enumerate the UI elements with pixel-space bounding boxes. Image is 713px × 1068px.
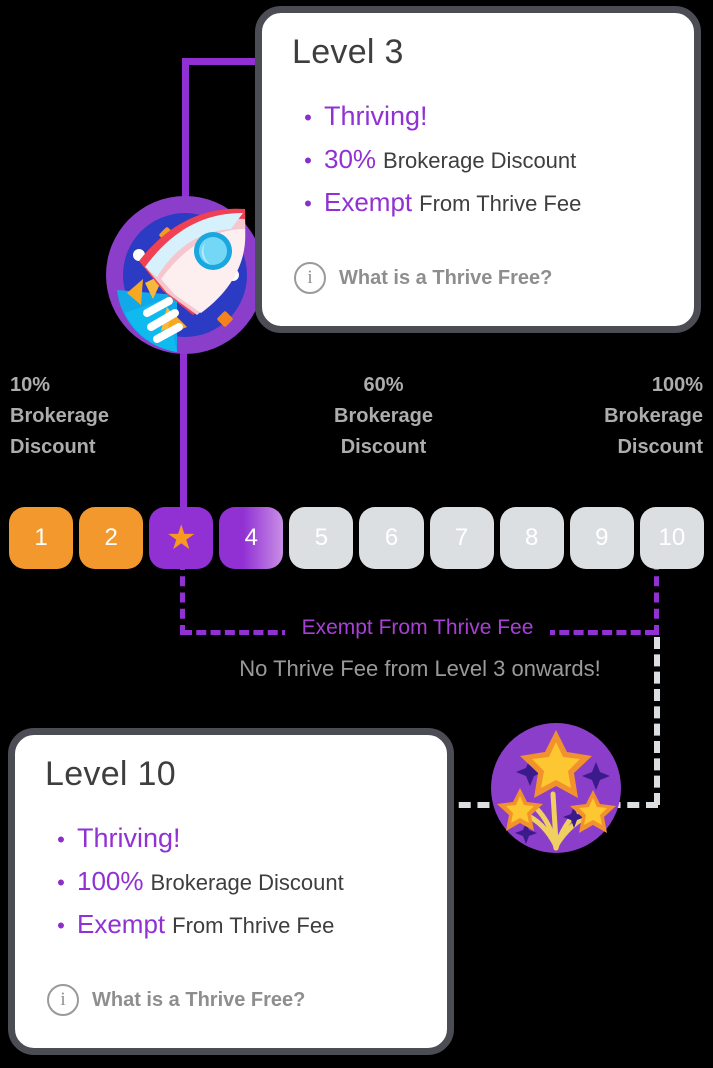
rocket-icon	[105, 195, 265, 355]
list-item: • 100% Brokerage Discount	[45, 866, 435, 897]
level-tile-1[interactable]: 1	[9, 507, 74, 569]
dashed-connector-gray-vertical	[654, 637, 660, 805]
level-tile-label: 10	[658, 524, 686, 551]
dashed-connector-right-horizontal	[545, 630, 655, 635]
level-tile-6[interactable]: 6	[359, 507, 424, 569]
discount-percent: 100%	[651, 374, 703, 396]
level-tile-label: 1	[34, 524, 48, 551]
benefit-accent: Thriving!	[324, 101, 428, 131]
level-tile-label: 7	[454, 524, 469, 551]
level-tile-10[interactable]: 10	[639, 507, 704, 569]
level-tile-8[interactable]: 8	[499, 507, 564, 569]
benefit-accent: Exempt	[77, 909, 166, 939]
bullet-dot-icon: •	[304, 191, 312, 216]
discount-label-10: 10% Brokerage Discount	[10, 370, 170, 463]
connector-card3-vertical	[182, 58, 189, 233]
connector-card3-horizontal	[182, 58, 267, 65]
what-is-thrive-free-link[interactable]: i What is a Thrive Free?	[294, 262, 552, 294]
benefit-accent: 30%	[324, 144, 377, 174]
level-3-card: Level 3 • Thriving! • 30% Brokerage Disc…	[255, 6, 701, 333]
info-icon: i	[47, 984, 79, 1016]
discount-line1: Brokerage	[10, 405, 109, 427]
bullet-dot-icon: •	[57, 913, 65, 938]
discount-line2: Discount	[340, 436, 427, 458]
list-item: • Exempt From Thrive Fee	[45, 909, 435, 940]
level-progress-track: 1 2 ★ 4 5 6 7 8 9 10	[9, 507, 704, 569]
star-icon: ★	[165, 519, 197, 557]
what-is-thrive-free-link[interactable]: i What is a Thrive Free?	[47, 984, 305, 1016]
level-tile-label: 2	[104, 524, 118, 551]
level-tile-label: 4	[244, 524, 258, 551]
benefit-rest: From Thrive Fee	[172, 913, 335, 938]
benefit-rest: From Thrive Fee	[419, 191, 582, 216]
level-10-card: Level 10 • Thriving! • 100% Brokerage Di…	[8, 728, 454, 1055]
level-tile-2[interactable]: 2	[79, 507, 144, 569]
discount-line2: Discount	[617, 436, 703, 458]
benefit-rest: Brokerage Discount	[150, 870, 344, 895]
list-item: • 30% Brokerage Discount	[292, 144, 682, 175]
benefit-accent: 100%	[77, 866, 144, 896]
dashed-connector-left-vertical	[180, 560, 185, 635]
level-tile-3[interactable]: ★	[149, 507, 214, 569]
list-item: • Exempt From Thrive Fee	[292, 187, 682, 218]
discount-line2: Discount	[10, 436, 96, 458]
bullet-dot-icon: •	[304, 148, 312, 173]
info-link-label: What is a Thrive Free?	[339, 266, 553, 289]
level-tile-label: 9	[595, 524, 609, 551]
level-tile-label: 6	[384, 524, 399, 551]
bullet-dot-icon: •	[304, 105, 312, 130]
benefit-accent: Thriving!	[77, 823, 181, 853]
discount-label-100: 100% Brokerage Discount	[540, 370, 703, 463]
level-tile-label: 5	[314, 524, 329, 551]
info-link-label: What is a Thrive Free?	[92, 988, 306, 1011]
exempt-from-thrive-fee-label: Exempt From Thrive Fee	[285, 616, 550, 640]
list-item: • Thriving!	[45, 823, 435, 854]
dashed-connector-right-vertical	[654, 560, 659, 635]
page-title: Level 3	[292, 33, 404, 71]
discount-line1: Brokerage	[334, 405, 433, 427]
dashed-connector-left-horizontal	[182, 630, 292, 635]
level-3-benefits-list: • Thriving! • 30% Brokerage Discount • E…	[292, 101, 682, 230]
fireworks-icon	[490, 722, 622, 854]
level-tile-5[interactable]: 5	[289, 507, 354, 569]
level-10-benefits-list: • Thriving! • 100% Brokerage Discount • …	[45, 823, 435, 952]
page-title: Level 10	[45, 755, 176, 793]
discount-label-60: 60% Brokerage Discount	[276, 370, 491, 463]
connector-rocket-to-tile	[180, 352, 187, 512]
level-tile-4[interactable]: 4	[219, 507, 284, 569]
level-tile-7[interactable]: 7	[429, 507, 494, 569]
discount-percent: 60%	[363, 374, 404, 396]
bullet-dot-icon: •	[57, 827, 65, 852]
info-icon: i	[294, 262, 326, 294]
level-tile-9[interactable]: 9	[569, 507, 634, 569]
benefit-accent: Exempt	[324, 187, 413, 217]
list-item: • Thriving!	[292, 101, 682, 132]
level-tile-label: 8	[525, 524, 539, 551]
discount-percent: 10%	[10, 374, 51, 396]
bullet-dot-icon: •	[57, 870, 65, 895]
benefit-rest: Brokerage Discount	[383, 148, 577, 173]
discount-line1: Brokerage	[604, 405, 703, 427]
no-thrive-fee-sub-label: No Thrive Fee from Level 3 onwards!	[239, 656, 601, 681]
